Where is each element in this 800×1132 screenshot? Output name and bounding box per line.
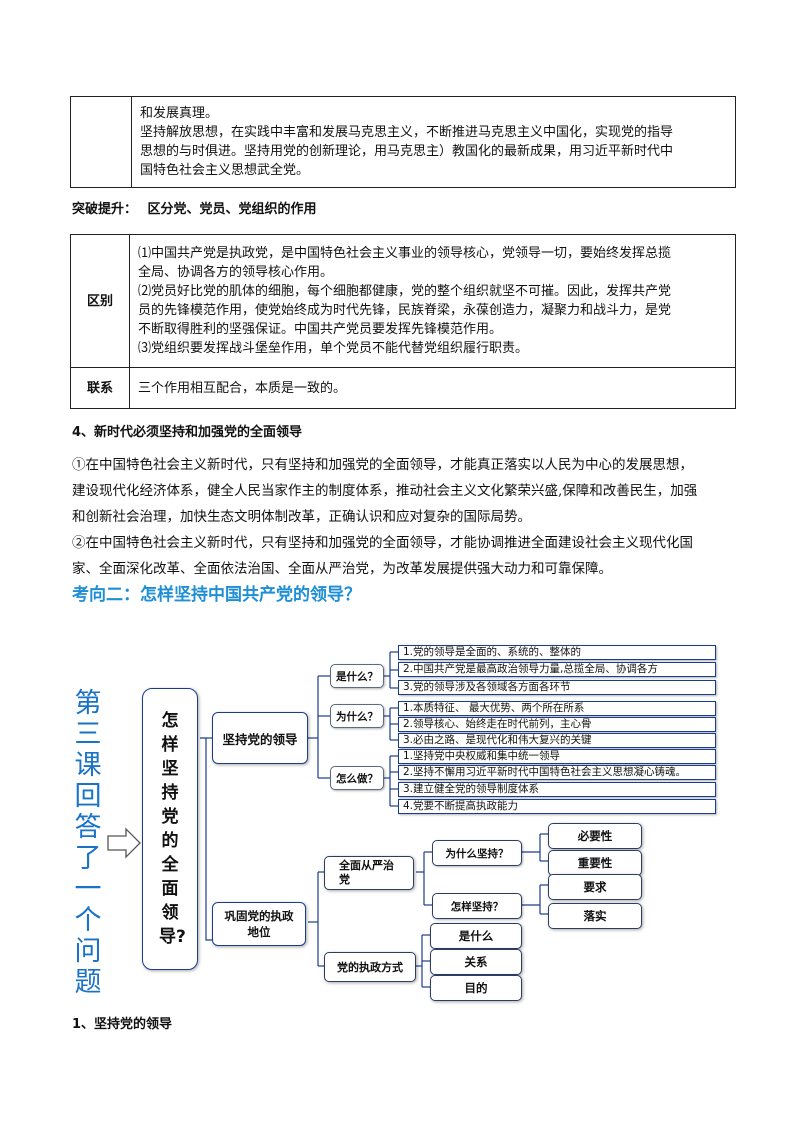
roles-diff-label: 区别 bbox=[70, 234, 130, 368]
direction2-heading: 考向二：怎样坚持中国共产党的领导？ bbox=[72, 585, 361, 605]
mindmap-why-item: 1.本质特征、 最大优势、两个所在所系 bbox=[398, 701, 716, 716]
section1-heading: 1、坚持党的领导 bbox=[72, 1017, 173, 1032]
roles-link-label: 联系 bbox=[70, 367, 130, 409]
mindmap-importance: 重要性 bbox=[548, 850, 642, 876]
roles-diff-line: ⑶党组织要发挥战斗堡垒作用，单个党员不能代替党组织履行职责。 bbox=[138, 341, 529, 356]
breakthrough-title: 区分党、党员、党组织的作用 bbox=[147, 202, 317, 217]
breakthrough-prefix: 突破提升： bbox=[72, 202, 138, 217]
mindmap-q-what: 是什么？ bbox=[330, 664, 384, 688]
mindmap-purpose: 目的 bbox=[430, 975, 522, 1001]
roles-diff-line: 不断取得胜利的坚强保证。中国共产党员要发挥先锋模范作用。 bbox=[138, 322, 503, 337]
section4-line: ①在中国特色社会主义新时代，只有坚持和加强党的全面领导，才能真正落实以人民为中心… bbox=[72, 457, 693, 473]
mindmap-branch-leadership: 坚持党的领导 bbox=[212, 712, 308, 764]
section4-line: 建设现代化经济体系，健全人民当家作主的制度体系，推动社会主义文化繁荣兴盛,保障和… bbox=[72, 483, 698, 499]
top-table-line: 坚持解放思想，在实践中丰富和发展马克思主义，不断推进马克思主义中国化，实现党的指… bbox=[140, 125, 674, 140]
section4-line: ②在中国特色社会主义新时代，只有坚持和加强党的全面领导，才能协调推进全面建设社会… bbox=[72, 535, 693, 551]
mindmap-strict-governance: 全面从严治党 bbox=[324, 856, 414, 890]
breakthrough-heading: 突破提升： 区分党、党员、党组织的作用 bbox=[72, 197, 317, 223]
mindmap-q-why: 为什么？ bbox=[330, 704, 384, 728]
mindmap-why-item: 3.必由之路、是现代化和伟大复兴的关键 bbox=[398, 733, 716, 748]
top-table-line: 思想的与时俱进。坚持用党的创新理论，用马克思主）教国化的最新成果，用习近平新时代… bbox=[140, 144, 674, 159]
section4-body: ①在中国特色社会主义新时代，只有坚持和加强党的全面领导，才能真正落实以人民为中心… bbox=[72, 452, 742, 582]
mindmap-necessity: 必要性 bbox=[548, 823, 642, 849]
roles-diff-cell: ⑴中国共产党是执政党，是中国特色社会主义事业的领导核心，党领导一切，要始终发挥总… bbox=[129, 234, 736, 368]
mindmap-how-item: 4.党要不断提高执政能力 bbox=[398, 799, 716, 814]
mindmap-why-item: 2.领导核心、始终走在时代前列，主心骨 bbox=[398, 717, 716, 732]
section4-line: 家、全面深化改革、全面依法治国、全面从严治党，为改革发展提供强大动力和可靠保障。 bbox=[72, 561, 612, 577]
roles-diff-line: 员的先锋模范作用，使党始终成为时代先锋，民族脊梁，永葆创造力，凝聚力和战斗力，是… bbox=[138, 303, 672, 318]
roles-diff-line: 全局、协调各方的领导核心作用。 bbox=[138, 265, 334, 280]
mindmap-how-item: 2.坚持不懈用习近平新时代中国特色社会主义思想凝心铸魂。 bbox=[398, 765, 716, 780]
roles-table: 区别 ⑴中国共产党是执政党，是中国特色社会主义事业的领导核心，党领导一切，要始终… bbox=[70, 234, 736, 409]
mindmap-what-item: 1.党的领导是全面的、系统的、整体的 bbox=[398, 645, 716, 660]
top-table-label-cell bbox=[70, 96, 132, 188]
mindmap-ruling-way: 党的执政方式 bbox=[324, 952, 416, 982]
roles-diff-line: ⑴中国共产党是执政党，是中国特色社会主义事业的领导核心，党领导一切，要始终发挥总… bbox=[138, 246, 672, 261]
mindmap-what-item: 3.党的领导涉及各领域各方面各环节 bbox=[398, 680, 716, 695]
mindmap-why-insist: 为什么坚持？ bbox=[432, 840, 522, 866]
roles-link-text: 三个作用相互配合，本质是一致的。 bbox=[129, 367, 736, 409]
section4-heading: 4、新时代必须坚持和加强党的全面领导 bbox=[72, 425, 303, 440]
mindmap-requirement: 要求 bbox=[548, 874, 642, 900]
mindmap-center: 怎样坚持党的全面领导? bbox=[142, 688, 198, 970]
mindmap-relation: 关系 bbox=[430, 949, 522, 975]
section4-line: 和创新社会治理，加快生态文明体制改革，正确认识和应对复杂的国际局势。 bbox=[72, 509, 531, 525]
mindmap-what-item: 2.中国共产党是最高政治领导力量,总揽全局、协调各方 bbox=[398, 662, 716, 677]
mindmap-q-how: 怎么做？ bbox=[330, 766, 384, 790]
top-table-line: 国特色社会主义思想武全党。 bbox=[140, 163, 310, 178]
mindmap-what-is: 是什么 bbox=[430, 923, 522, 949]
mindmap-how-item: 1.坚持党中央权威和集中统一领导 bbox=[398, 749, 716, 764]
mindmap-vertical-title: 第三课回答了一个问题 bbox=[74, 688, 102, 998]
mindmap-how-item: 3.建立健全党的领导制度体系 bbox=[398, 782, 716, 797]
mindmap-branch-ruling: 巩固党的执政地位 bbox=[212, 902, 306, 946]
top-table: 和发展真理。 坚持解放思想，在实践中丰富和发展马克思主义，不断推进马克思主义中国… bbox=[70, 96, 736, 188]
mindmap-implement: 落实 bbox=[548, 903, 642, 929]
mindmap-how-insist: 怎样坚持？ bbox=[432, 893, 522, 919]
top-table-line: 和发展真理。 bbox=[140, 106, 219, 121]
roles-diff-line: ⑵党员好比党的肌体的细胞，每个细胞都健康，党的整个组织就坚不可摧。因此，发挥共产… bbox=[138, 284, 672, 299]
mindmap-center-text: 怎样坚持党的全面领导? bbox=[159, 711, 186, 947]
top-table-content-cell: 和发展真理。 坚持解放思想，在实践中丰富和发展马克思主义，不断推进马克思主义中国… bbox=[131, 96, 736, 188]
